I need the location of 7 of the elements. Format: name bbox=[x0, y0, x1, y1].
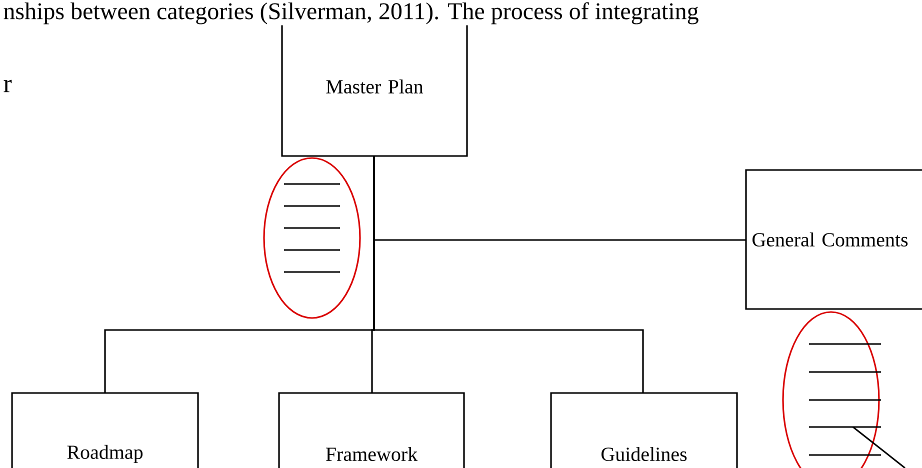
box: Roadmap bbox=[11, 392, 199, 468]
box: Guidelines bbox=[550, 392, 738, 468]
body-text: r bbox=[2, 78, 13, 94]
connector-line bbox=[373, 156, 644, 393]
box: Framework bbox=[278, 392, 465, 468]
body-text: nships between categories (Silverman, 2011). The process of integrating bbox=[2, 1, 700, 26]
box: General Comments bbox=[745, 169, 922, 310]
